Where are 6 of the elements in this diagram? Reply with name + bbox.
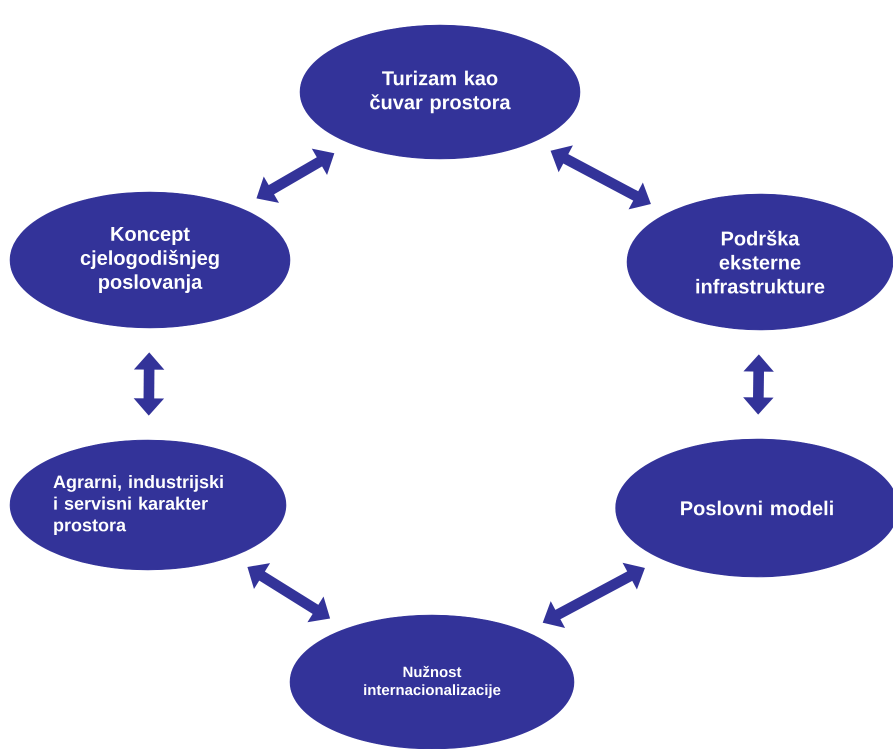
ellipse-node: Turizam kao čuvar prostora bbox=[300, 24, 580, 160]
ellipse-node: Agrarni, industrijski i servisni karakter prostora bbox=[10, 440, 286, 570]
ellipse-node: Poslovni modeli bbox=[615, 438, 893, 578]
ellipse-node: Nužnost internacionalizacije bbox=[290, 614, 574, 749]
ellipse-node: Podrška eksterne infrastrukture bbox=[626, 194, 893, 330]
ellipse-node: Koncept cjelogodišnjeg poslovanja bbox=[10, 192, 290, 328]
